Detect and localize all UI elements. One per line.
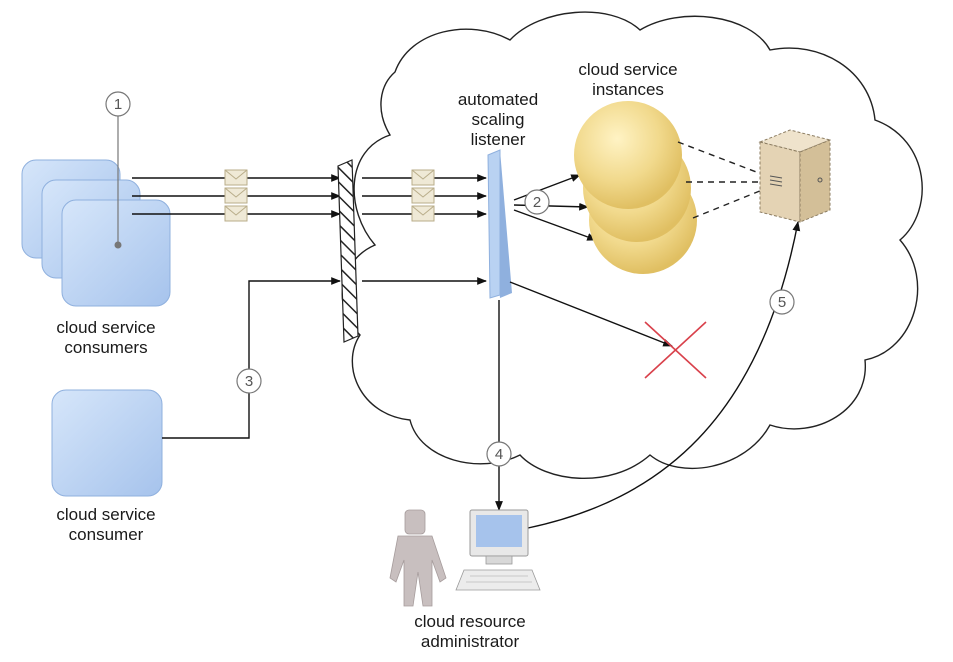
instances-label-line1: cloud service [578,60,678,79]
step-1-number: 1 [114,96,122,113]
cloud-service-consumers-icon [21,159,171,307]
step-2-number: 2 [533,194,541,211]
consumer-label-line1: cloud service [56,505,156,524]
step-3-number: 3 [245,373,253,390]
administrator-label: cloud resource administrator [380,612,560,652]
step-2-marker [524,189,550,215]
listener-label: automated scaling listener [428,90,568,150]
consumers-label-line1: cloud service [56,318,156,337]
cloud-service-instances-icon [574,101,697,274]
instances-label: cloud service instances [548,60,708,100]
step-4-number: 4 [495,446,503,463]
workstation-icon [455,509,541,591]
administrator-person-icon [389,509,447,607]
rejected-request-icon [644,321,707,379]
consumer-label: cloud service consumer [26,505,186,545]
scale-out-arrows [495,174,673,511]
administrator-label-line1: cloud resource [414,612,526,631]
server-icon [758,129,832,223]
step-3-marker [236,368,262,394]
message-envelopes [224,169,435,222]
listener-label-line3: listener [470,130,526,149]
administrator-label-line2: administrator [420,632,520,651]
consumers-label: cloud service consumers [26,318,186,358]
listener-label-line1: automated [457,90,539,109]
consumers-label-line2: consumers [64,338,148,357]
consumer-label-line2: consumer [68,525,144,544]
step-5-marker [769,289,795,315]
step-5-number: 5 [778,294,786,311]
step-1-marker [105,91,131,117]
automated-scaling-listener-icon [487,149,512,299]
step-4-marker [486,441,512,467]
hatched-barrier [337,159,359,343]
instances-label-line2: instances [592,80,664,99]
listener-label-line2: scaling [471,110,525,129]
instance-server-links [677,141,773,219]
cloud-service-consumer-icon [51,389,163,497]
